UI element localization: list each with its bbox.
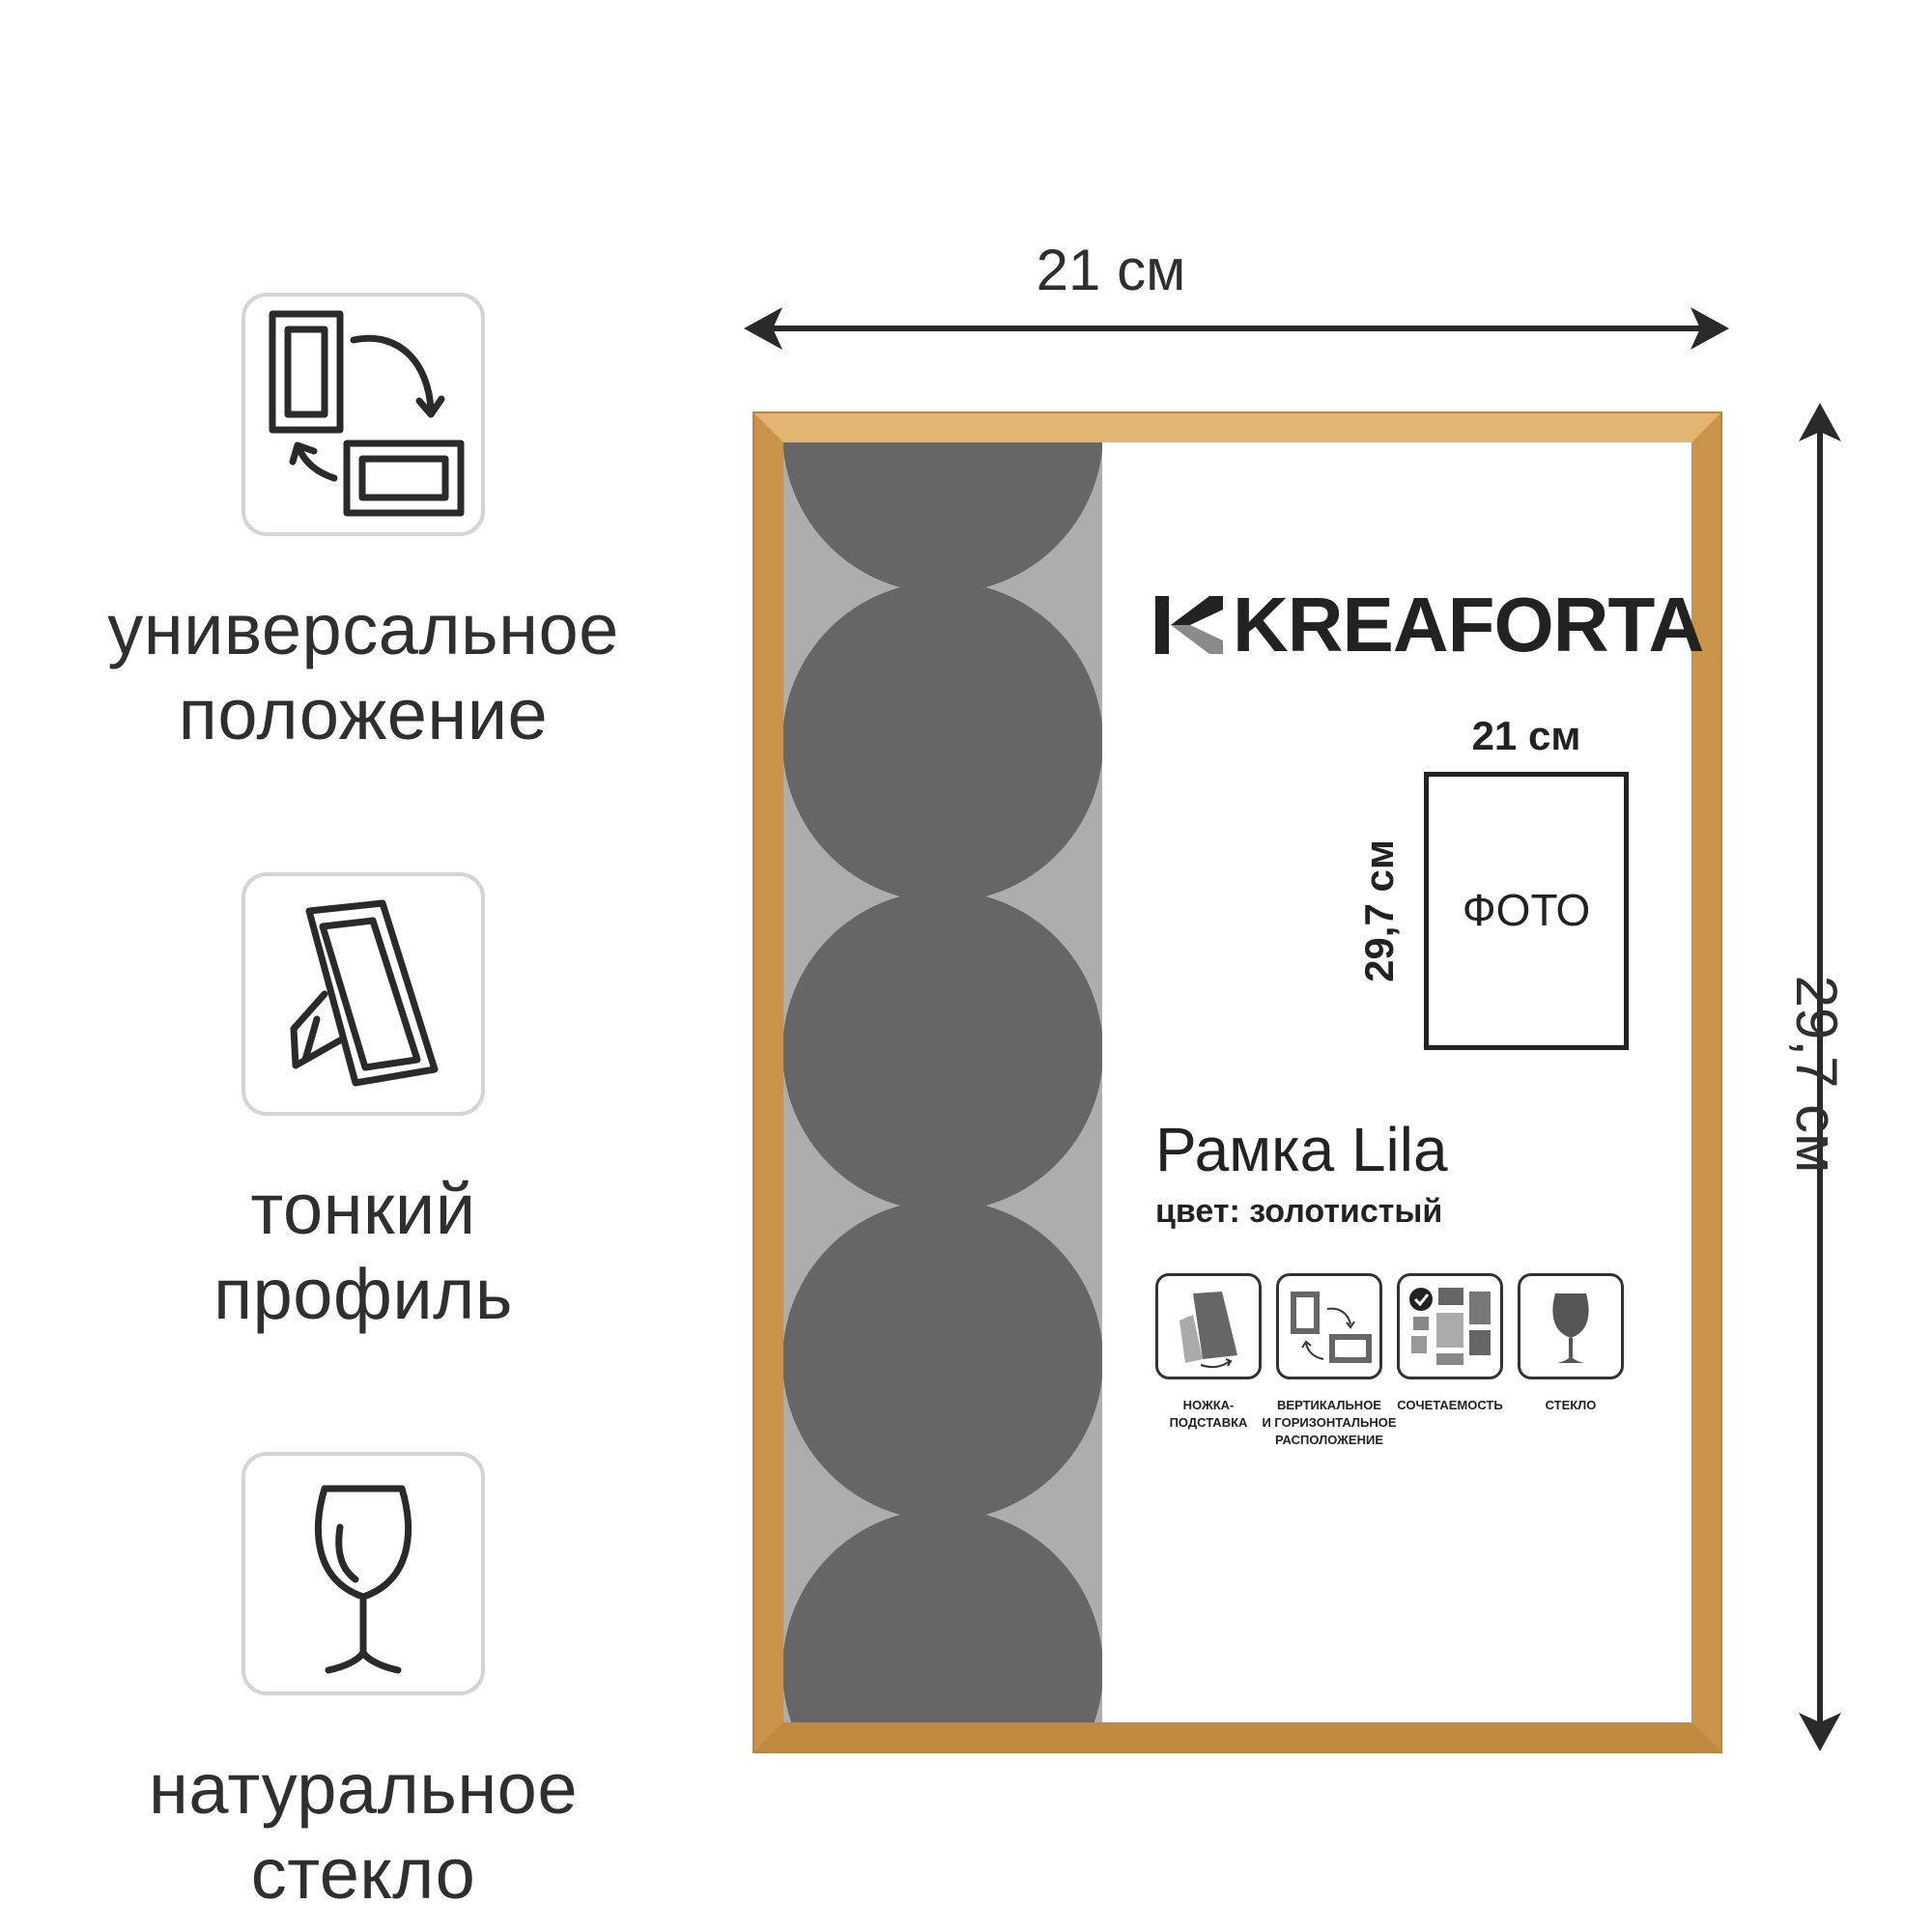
mini-icon-box-combination [1397, 1273, 1503, 1379]
feature-label-profile: тонкий профиль [0, 1167, 726, 1337]
mini-label-line: И ГОРИЗОНТАЛЬНОЕ [1262, 1415, 1397, 1430]
feature-label-glass: натуральное стекло [0, 1747, 726, 1917]
mini-label-line: ПОДСТАВКА [1169, 1415, 1248, 1430]
frame-insert [783, 442, 1691, 1722]
mini-label-line: НОЖКА- [1182, 1398, 1235, 1412]
decorative-pattern-strip [783, 442, 1102, 1722]
combination-icon [1409, 1288, 1491, 1365]
feature-label-line: тонкий [250, 1169, 476, 1249]
mini-label-orientation: ВЕРТИКАЛЬНОЕ И ГОРИЗОНТАЛЬНОЕ РАСПОЛОЖЕН… [1257, 1397, 1402, 1449]
photo-width-label: 21 см [1471, 713, 1581, 758]
photo-label: ФОТО [1462, 885, 1591, 935]
feature-label-line: профиль [213, 1254, 513, 1334]
photo-placeholder [1424, 772, 1629, 1050]
feature-icon-box-profile [242, 872, 485, 1116]
feature-icon-box-orientation [242, 293, 485, 536]
feature-label-line: натуральное [148, 1748, 578, 1829]
feature-label-line: универсальное [107, 589, 619, 669]
mini-label-line: СТЕКЛО [1545, 1398, 1597, 1412]
feature-icon-box-glass [242, 1452, 485, 1695]
width-dimension-arrow [744, 307, 1729, 350]
kreaforta-logo-icon [1155, 596, 1223, 654]
mini-label-line: РАСПОЛОЖЕНИЕ [1275, 1433, 1383, 1447]
stand-icon [1179, 1292, 1237, 1369]
mini-icon-box-orientation [1276, 1273, 1382, 1379]
mini-label-glass: СТЕКЛО [1498, 1397, 1643, 1414]
stand-frame-icon [290, 899, 439, 1087]
mini-icon-box-glass [1518, 1273, 1624, 1379]
mini-label-line: ВЕРТИКАЛЬНОЕ [1277, 1398, 1381, 1412]
feature-label-line: стекло [250, 1833, 476, 1914]
brand-name: KREAFORTA [1233, 582, 1704, 668]
width-dimension-label: 21 см [1036, 238, 1186, 302]
feature-label-line: положение [178, 674, 549, 754]
orientation-icon [1291, 1292, 1372, 1363]
product-color: цвет: золотистый [1155, 1193, 1443, 1230]
photo-height-label: 29,7 см [1356, 839, 1402, 982]
feature-label-orientation: универсальное положение [0, 587, 726, 757]
rotate-frame-icon [269, 310, 465, 517]
height-dimension-arrow [1799, 403, 1841, 1751]
height-dimension-label: 29,7 см [1784, 975, 1849, 1174]
glass-icon [1552, 1293, 1589, 1363]
mini-label-line: СОЧЕТАЕМОСТЬ [1397, 1398, 1503, 1412]
mini-label-stand: НОЖКА- ПОДСТАВКА [1136, 1397, 1281, 1432]
product-title: Рамка Lila [1155, 1115, 1448, 1184]
wine-glass-icon [314, 1485, 412, 1674]
mini-label-combination: СОЧЕТАЕМОСТЬ [1378, 1397, 1522, 1414]
mini-icon-box-stand [1155, 1273, 1262, 1379]
